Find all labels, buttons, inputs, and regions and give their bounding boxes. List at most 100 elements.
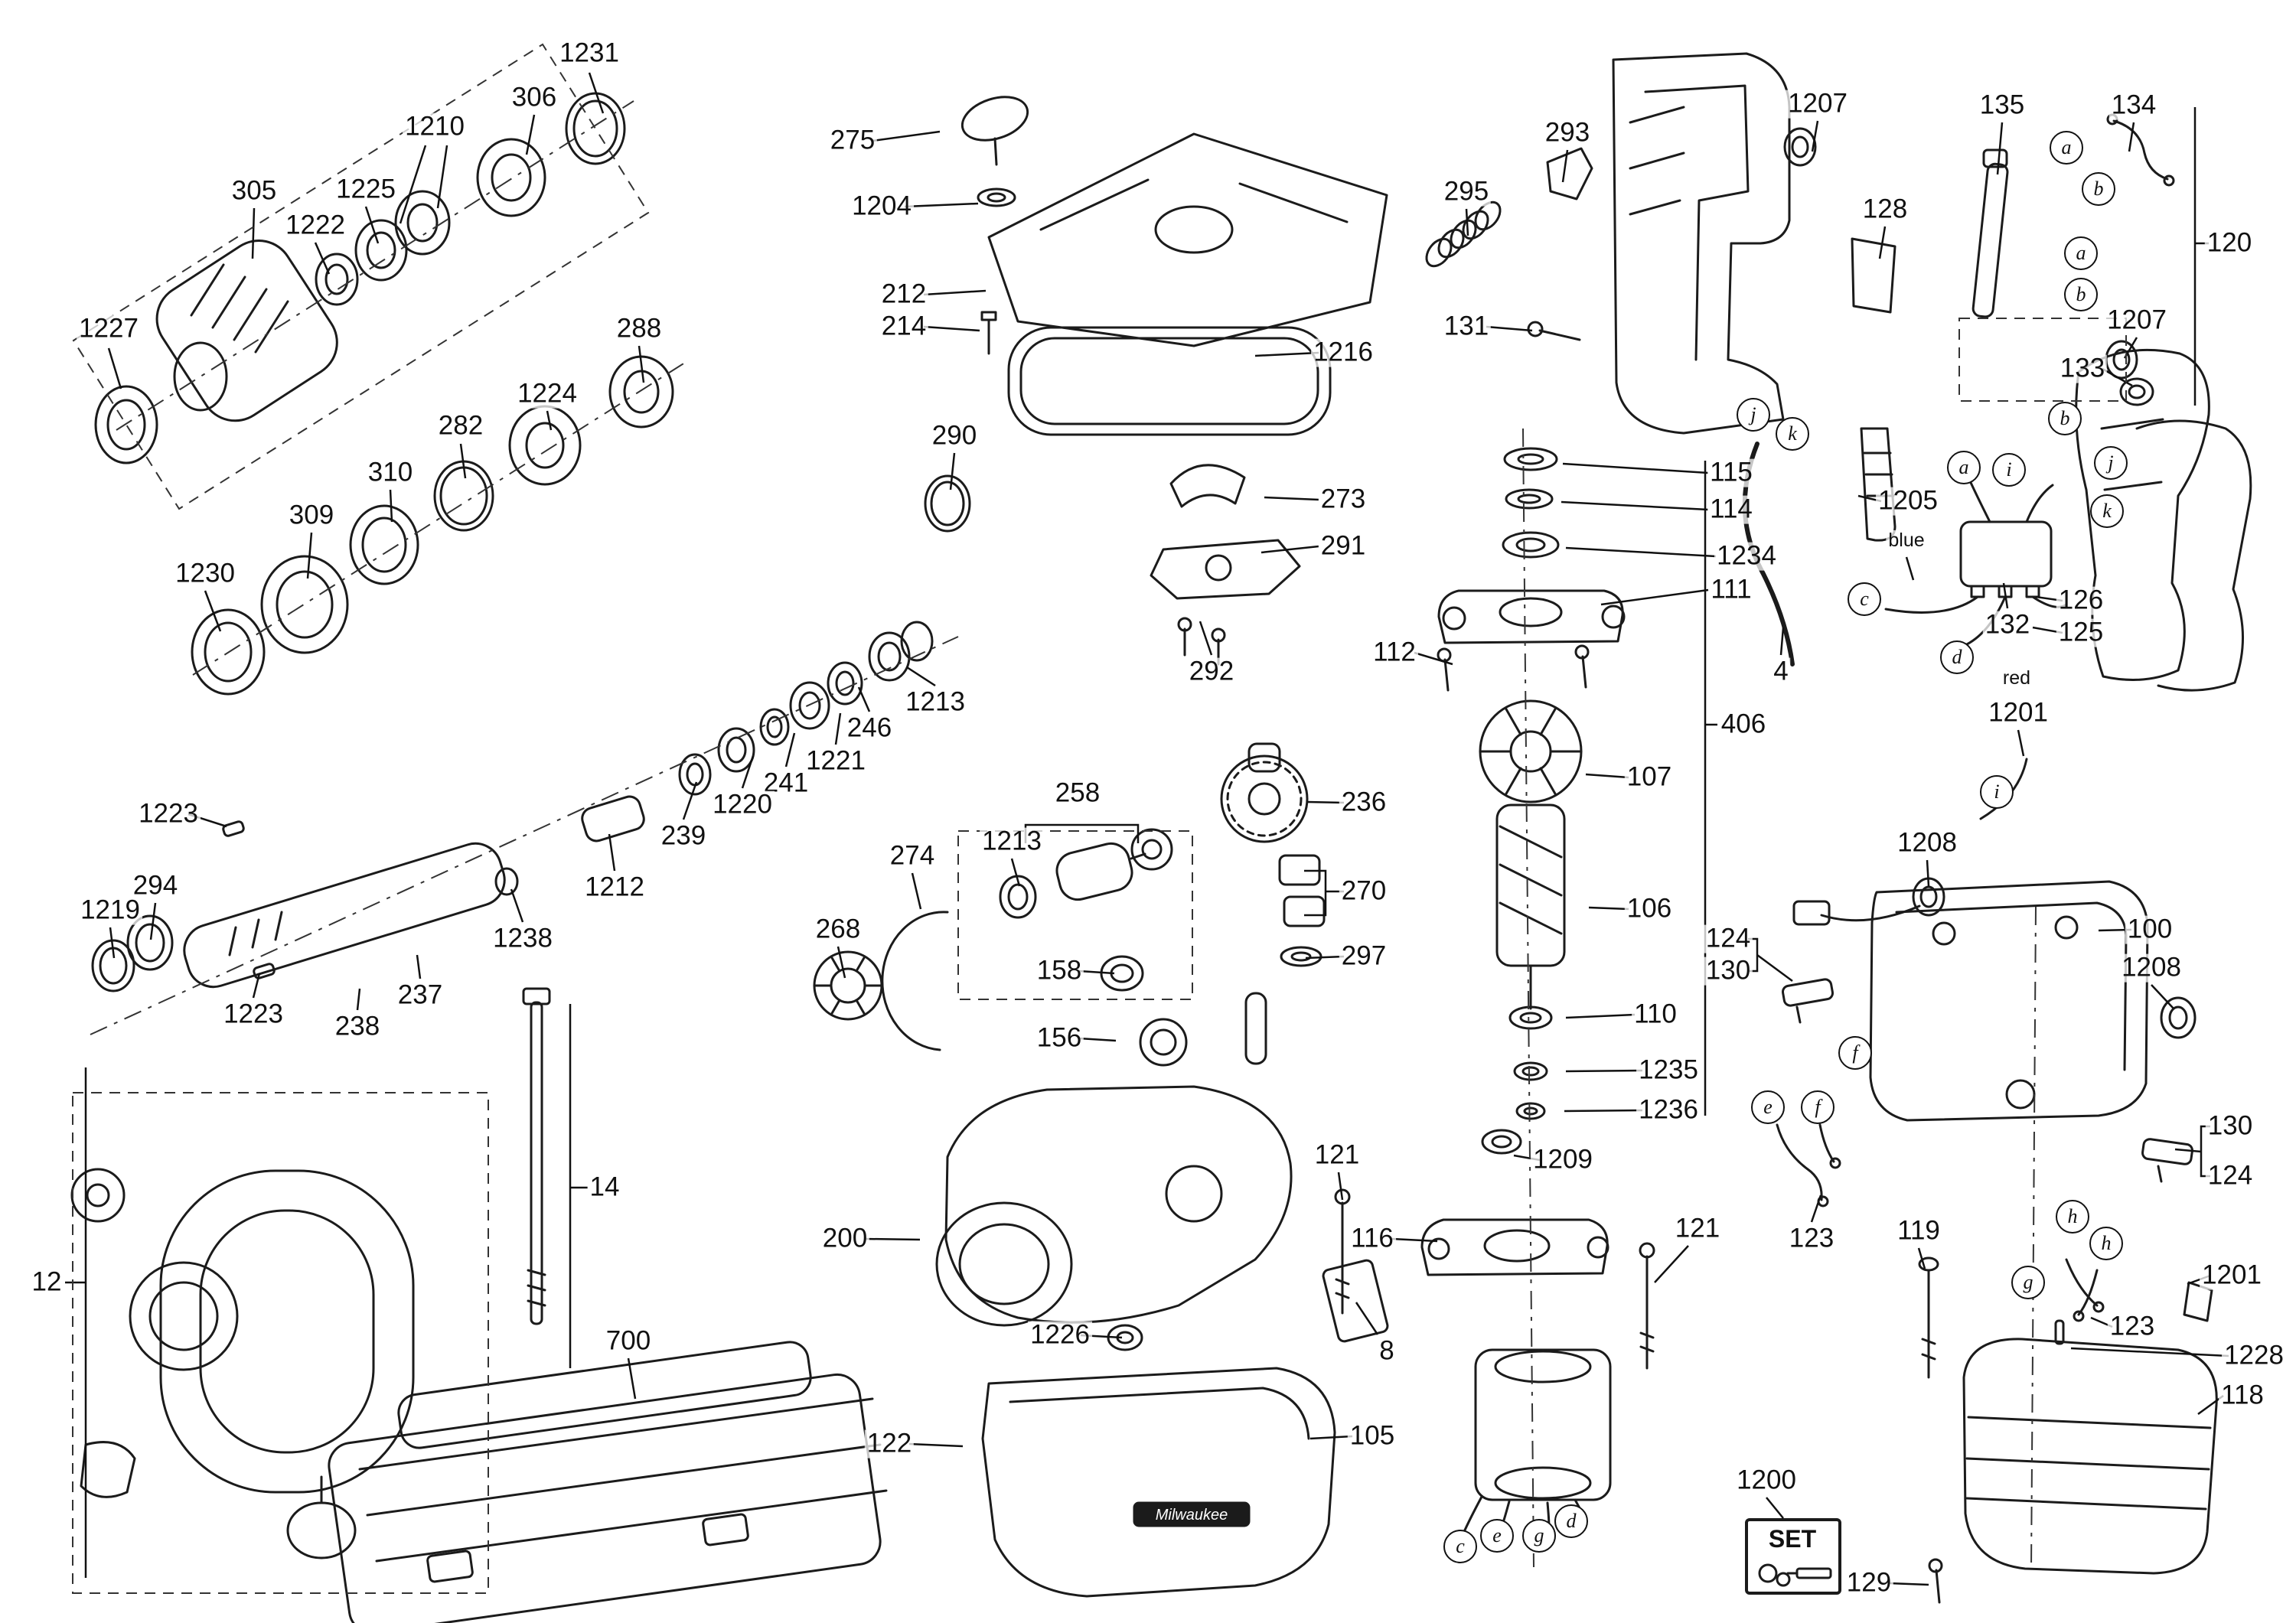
leader-line (459, 443, 467, 479)
leader-line (1779, 627, 1785, 656)
wires-123-right (2065, 1258, 2105, 1322)
part-label: 126 (2056, 586, 2106, 615)
group-box (1958, 318, 2127, 402)
leader-line (525, 114, 536, 155)
part-label: 130 (2205, 1112, 2255, 1141)
crank-gear-group (1220, 742, 1326, 967)
grommet-1207-left (1783, 127, 1817, 167)
leader-line (1486, 325, 1533, 332)
part-label: 291 (1318, 532, 1368, 561)
motor-cover-118 (1962, 1338, 2218, 1575)
part-label: 1208 (2119, 953, 2183, 983)
part-label: 14 (587, 1173, 622, 1202)
leader-line (608, 833, 616, 872)
callout-letter: a (2064, 236, 2098, 270)
set-label: SET (1769, 1525, 1817, 1553)
part-label: 129 (1844, 1569, 1894, 1598)
assembly-axis (116, 100, 634, 431)
part-label: 288 (614, 314, 664, 344)
leader-line (1926, 859, 1930, 887)
part-label: 270 (1339, 877, 1389, 906)
part-label: blue (1886, 530, 1927, 550)
leader-line (1905, 556, 1915, 581)
gear-housing (935, 1085, 1293, 1351)
part-label: 1216 (1311, 338, 1375, 367)
callout-letter: c (1443, 1530, 1477, 1563)
callout-letter: d (1554, 1504, 1588, 1538)
part-label: 1219 (78, 896, 142, 925)
leader-line (904, 202, 979, 208)
callout-letter: b (2064, 278, 2098, 311)
leader-line (389, 489, 393, 523)
part-label: 1236 (1636, 1096, 1701, 1125)
part-label: 116 (1349, 1224, 1396, 1253)
part-label: 238 (332, 1012, 383, 1041)
part-label: 273 (1318, 485, 1368, 514)
leader-line (364, 206, 380, 244)
group-box (957, 830, 1193, 1000)
part-label: 1220 (710, 790, 775, 820)
clamp-124-130-left (1781, 978, 1835, 1024)
part-label: 246 (844, 714, 895, 743)
pin-1228 (2054, 1319, 2065, 1345)
leader-line (1810, 1194, 1822, 1223)
part-label: 1225 (334, 175, 398, 204)
leader-line (1811, 120, 1819, 152)
leader-line (1199, 621, 1213, 656)
part-label: 12 (29, 1268, 64, 1297)
part-label: 120 (2204, 229, 2255, 258)
part-label: 239 (658, 822, 709, 851)
part-label: 110 (1632, 1000, 1679, 1029)
callout-letter: i (1980, 775, 2014, 809)
part-label: 158 (1034, 957, 1084, 986)
leader-line (1562, 462, 1709, 474)
clamp-124-130-right (2141, 1138, 2193, 1183)
part-label: 123 (1786, 1224, 1837, 1253)
leader-line (356, 988, 361, 1011)
leader-line (1304, 869, 1327, 917)
leader-line (1305, 955, 1345, 960)
callout-letter: b (2082, 172, 2115, 206)
leader-line (2151, 984, 2174, 1009)
part-label: 1201 (2200, 1261, 2264, 1290)
part-label: 1209 (1531, 1146, 1595, 1175)
leader-line (588, 72, 605, 114)
leader-line (2017, 729, 2025, 757)
part-label: 1213 (903, 688, 967, 717)
leader-line (252, 973, 261, 999)
leader-line (1996, 122, 2004, 175)
brand-badge: Milwaukee (1156, 1507, 1228, 1524)
part-label: 112 (1371, 638, 1418, 667)
callout-letter: e (1480, 1519, 1514, 1553)
part-label: 1201 (1986, 699, 2050, 728)
leader-line (314, 242, 331, 275)
leader-line (2102, 367, 2133, 387)
part-label: 275 (827, 126, 878, 155)
front-cap-assembly (94, 92, 626, 464)
part-label: 121 (1672, 1214, 1723, 1243)
part-label: 282 (435, 412, 486, 441)
group-box (72, 1092, 489, 1594)
carrying-case-700 (328, 1341, 888, 1623)
housing-100 (1869, 880, 2197, 1122)
part-label: 1235 (1636, 1056, 1701, 1085)
spindle-assembly (91, 621, 934, 992)
chuck-ring-set (191, 355, 971, 696)
leader-line (204, 590, 222, 632)
baffle-plate (1322, 1259, 1389, 1343)
part-label: 1234 (1714, 542, 1779, 571)
ring-133 (2119, 377, 2154, 406)
leader-line (1306, 800, 1345, 804)
leader-line (682, 781, 698, 820)
leader-line (1561, 149, 1569, 183)
part-label: 305 (229, 177, 279, 206)
callout-letter: j (1737, 398, 1770, 432)
part-label: 119 (1895, 1217, 1942, 1246)
leader-line (784, 732, 796, 768)
part-label: 1224 (515, 380, 579, 409)
assembly-axis (1522, 428, 1534, 1568)
leader-line (1917, 1247, 1926, 1269)
part-label: 309 (286, 501, 337, 530)
